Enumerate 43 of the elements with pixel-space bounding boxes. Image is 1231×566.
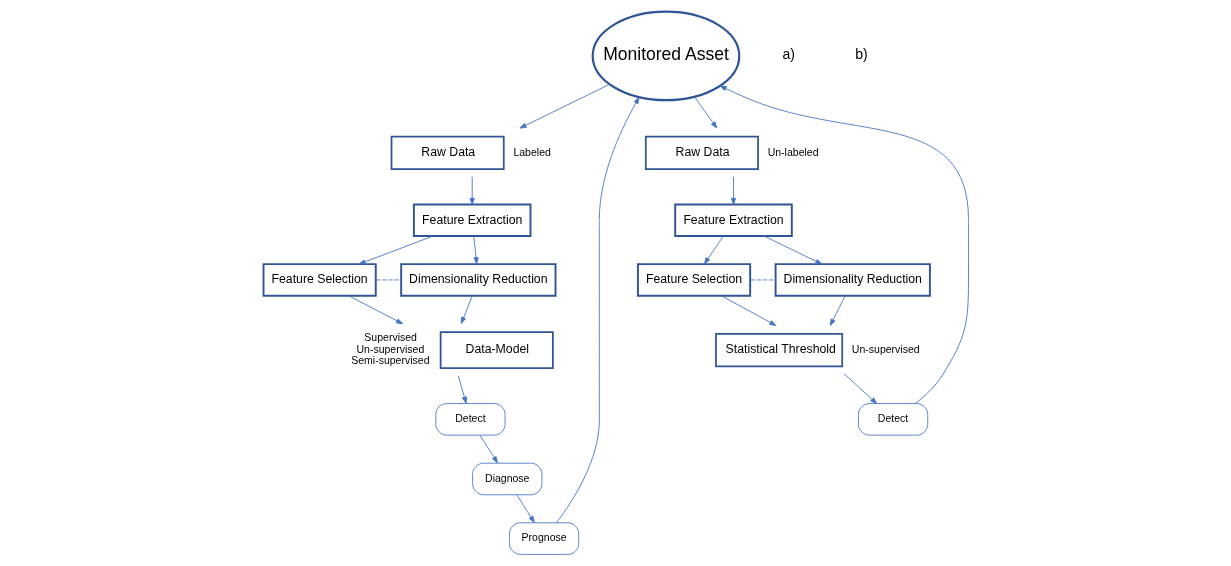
label: b) <box>854 46 868 63</box>
node-box: Detect <box>857 403 928 436</box>
node-box: Feature Selection <box>636 263 751 297</box>
node-box: Dimensionality Reduction <box>399 263 556 297</box>
node-box: Feature Extraction <box>673 203 793 238</box>
node-ellipse: Monitored Asset <box>591 10 740 102</box>
node-box: Detect <box>434 403 505 436</box>
arrow <box>693 96 717 129</box>
arrow <box>703 235 724 265</box>
node-label: Semi-supervised <box>350 354 430 367</box>
node-box: Dimensionality Reduction <box>774 263 931 297</box>
label: a) <box>782 46 795 63</box>
node-label: Un-supervised <box>851 342 920 355</box>
arrow <box>472 235 479 265</box>
arrow <box>730 176 736 205</box>
arrow <box>829 295 846 326</box>
arrow <box>719 85 969 404</box>
arrow <box>516 494 535 523</box>
arrow <box>763 235 822 265</box>
arrow <box>469 176 475 205</box>
node-box: Feature Extraction <box>412 203 531 238</box>
node-box: Statistical Threshold <box>714 333 843 368</box>
arrow <box>519 84 610 129</box>
arrow <box>457 375 467 404</box>
arrow <box>843 373 877 404</box>
node-label: Un-supervised <box>355 342 424 355</box>
arrow <box>555 96 639 523</box>
node-label: Labeled <box>512 145 551 158</box>
connector <box>375 279 401 281</box>
arrow <box>347 295 403 325</box>
connector <box>749 279 776 281</box>
node-label: Supervised <box>363 331 417 344</box>
node-box: Prognose <box>508 522 579 555</box>
node-box: Raw Data <box>644 135 759 170</box>
node-label: Un-labeled <box>767 145 819 158</box>
node-box: Diagnose <box>471 462 542 496</box>
arrow <box>479 435 498 464</box>
node-box: Data-Model <box>439 331 554 369</box>
node-box: Raw Data <box>390 135 505 170</box>
arrow <box>720 295 776 326</box>
node-box: Feature Selection <box>262 263 377 297</box>
arrow <box>358 235 433 265</box>
arrow <box>460 295 473 324</box>
